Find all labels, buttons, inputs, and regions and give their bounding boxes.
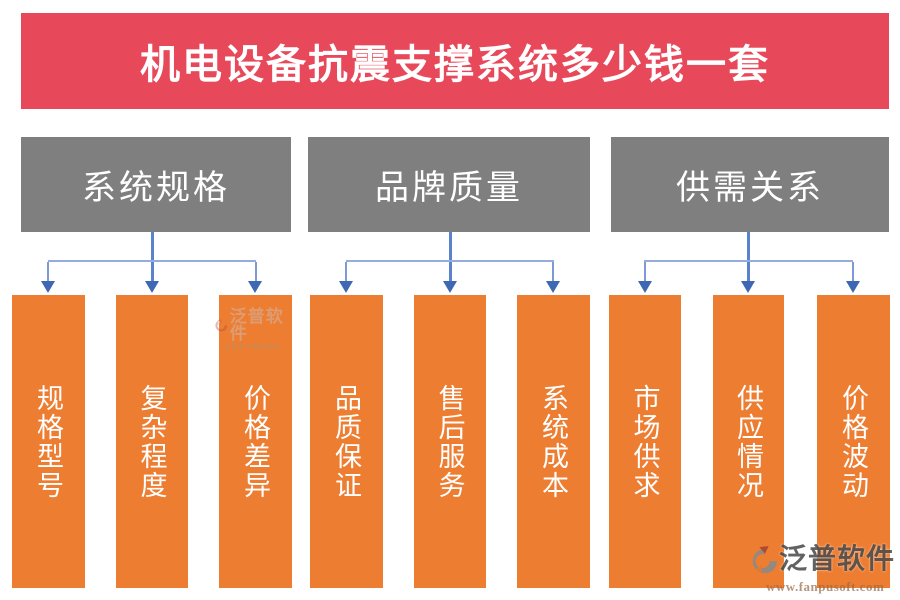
connector-drop [255,262,257,281]
arrow-down-icon [248,281,262,293]
vendor-watermark-brand: 泛普软件 [779,544,896,575]
arrow-down-icon [638,281,652,293]
factor-label: 供应情况 [733,383,763,500]
faint-watermark-brand: 泛普软件 [229,307,284,343]
factor-bar-complexity: 复杂程度 [116,295,188,588]
factor-label: 系统成本 [538,383,568,500]
factor-bar-quality-assurance: 品质保证 [310,295,383,588]
factor-label: 复杂程度 [136,383,167,500]
connector-drop [644,262,646,281]
arrow-down-icon [41,281,55,293]
category-box-supply-demand: 供需关系 [611,137,889,232]
arrow-down-icon [339,281,353,293]
fanpu-logo-icon [215,319,228,331]
category-box-system-spec: 泛普软件 SOFTWARE 系统规格 [21,137,291,351]
factor-label: 售后服务 [434,383,465,500]
connector-horizontal [644,260,853,262]
connector-horizontal [346,260,554,262]
vendor-watermark: 泛普软件 www.fanpusoft.com [750,546,896,593]
arrow-down-icon [145,281,159,293]
connector-stem [747,232,750,281]
connector-drop [47,262,49,281]
connector-drop [852,262,854,281]
page-title: 机电设备抗震支撑系统多少钱一套 [140,42,770,87]
factor-bar-system-cost: 系统成本 [517,295,590,588]
factor-label: 规格型号 [33,383,63,500]
category-label: 系统规格 [82,170,230,207]
fanpu-logo-icon [752,546,778,574]
factor-bar-spec-model: 规格型号 [12,295,85,588]
factor-bar-market-supply: 市场供求 [609,295,681,588]
factor-label: 市场供求 [629,383,660,500]
factor-label: 价格差异 [240,383,270,500]
faint-watermark: 泛普软件 SOFTWARE [215,308,291,351]
category-label: 品牌质量 [375,170,523,207]
category-box-brand-quality: 品牌质量 [308,137,590,232]
factor-label: 价格波动 [838,383,868,500]
factor-bar-price-fluctuation: 价格波动 [817,295,890,588]
factor-label: 品质保证 [331,383,361,500]
arrow-down-icon [741,281,755,293]
connector-drop [345,262,347,281]
category-label: 供需关系 [676,170,824,207]
arrow-down-icon [846,281,860,293]
factor-bar-price-difference: 价格差异 [219,295,292,588]
factor-bar-supply-situation: 供应情况 [713,295,784,588]
arrow-down-icon [546,281,560,293]
title-banner: 机电设备抗震支撑系统多少钱一套 [21,13,889,109]
factor-bar-after-sales: 售后服务 [414,295,486,588]
connector-drop [552,262,554,281]
connector-horizontal [48,260,256,262]
vendor-watermark-url: www.fanpusoft.com [766,579,885,594]
arrow-down-icon [443,281,457,293]
connector-stem [449,232,452,281]
connector-stem [151,232,154,281]
faint-watermark-subtext: SOFTWARE [225,344,281,351]
